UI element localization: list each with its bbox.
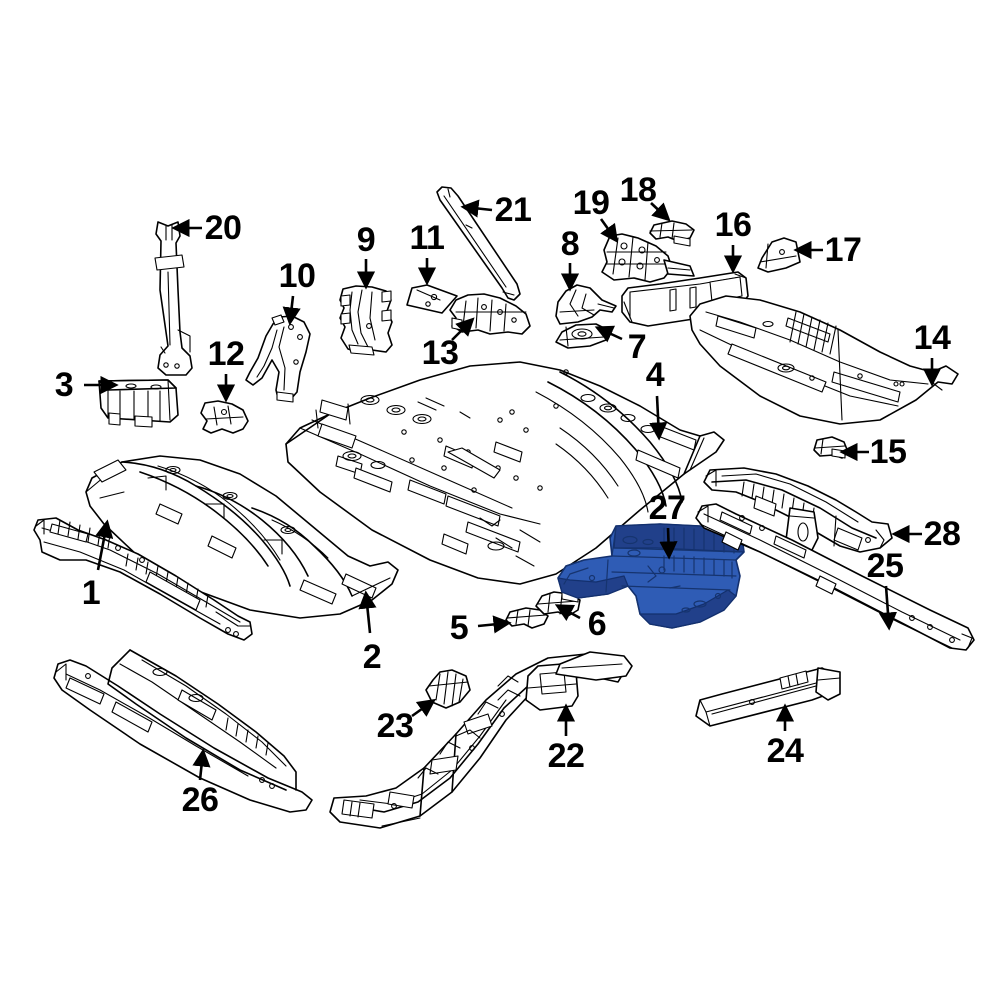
callout-number-13[interactable]: 13 (421, 334, 459, 372)
part-8-corner-gusset[interactable] (555, 284, 617, 325)
callout-number-4[interactable]: 4 (645, 356, 665, 394)
callout-number-28[interactable]: 28 (923, 515, 961, 553)
callout-number-15[interactable]: 15 (869, 433, 907, 471)
callout-number-16[interactable]: 16 (714, 206, 752, 244)
part-18-small-flat-bracket[interactable] (649, 220, 695, 247)
part-10-seat-mount-bracket[interactable] (245, 314, 311, 403)
callout-number-12[interactable]: 12 (207, 335, 245, 373)
callout-number-21[interactable]: 21 (494, 191, 532, 229)
part-25-long-side-sill-rail[interactable] (695, 503, 975, 651)
callout-number-20[interactable]: 20 (204, 209, 242, 247)
part-9-wheelhouse-bracket[interactable] (339, 285, 393, 356)
part-7-reinforcement-plate[interactable] (555, 323, 609, 349)
callout-number-10[interactable]: 10 (278, 257, 316, 295)
part-20-vertical-support-rail[interactable] (154, 221, 193, 376)
callout-number-14[interactable]: 14 (913, 319, 951, 357)
part-5-small-clip-bracket-left[interactable] (505, 607, 549, 629)
callout-number-3[interactable]: 3 (54, 366, 74, 404)
callout-number-7[interactable]: 7 (627, 328, 647, 366)
callout-number-19[interactable]: 19 (572, 184, 610, 222)
part-23-serrated-crush-bracket[interactable] (425, 669, 471, 709)
part-11-flat-patch-panel[interactable] (406, 284, 458, 314)
callout-number-25[interactable]: 25 (866, 547, 904, 585)
part-21-diagonal-brace-rod[interactable] (436, 186, 521, 301)
callout-number-6[interactable]: 6 (587, 605, 607, 643)
callout-number-26[interactable]: 26 (181, 781, 219, 819)
part-13-stepped-reinforcement[interactable] (449, 293, 531, 335)
part-2-front-floor-pan[interactable] (85, 455, 399, 619)
part-26-rear-floor-side-member[interactable] (53, 649, 313, 813)
callout-number-23[interactable]: 23 (376, 707, 414, 745)
callout-number-18[interactable]: 18 (619, 171, 657, 209)
callout-number-5[interactable]: 5 (449, 609, 469, 647)
part-3-front-crossmember-bracket[interactable] (98, 379, 179, 428)
part-17-angled-bracket[interactable] (757, 237, 801, 273)
callout-number-1[interactable]: 1 (81, 574, 101, 612)
callout-number-22[interactable]: 22 (547, 737, 585, 775)
callout-number-17[interactable]: 17 (824, 231, 862, 269)
callout-number-9[interactable]: 9 (356, 221, 376, 259)
callout-number-24[interactable]: 24 (766, 732, 804, 770)
callout-number-11[interactable]: 11 (409, 219, 445, 257)
callout-number-8[interactable]: 8 (560, 225, 580, 263)
part-24-rectangular-box-member[interactable] (695, 667, 841, 727)
part-19-jack-mount-reinforcement[interactable] (601, 233, 695, 283)
callout-number-2[interactable]: 2 (362, 638, 382, 676)
part-22-front-frame-rail-assembly[interactable] (329, 651, 633, 829)
part-14-rear-rail-extension-right[interactable] (689, 295, 959, 425)
part-1-front-side-rail-left[interactable] (33, 517, 253, 641)
callout-number-27[interactable]: 27 (648, 489, 686, 527)
part-15-small-tab-bracket[interactable] (813, 436, 849, 459)
part-12-small-mount-bracket[interactable] (200, 400, 249, 434)
